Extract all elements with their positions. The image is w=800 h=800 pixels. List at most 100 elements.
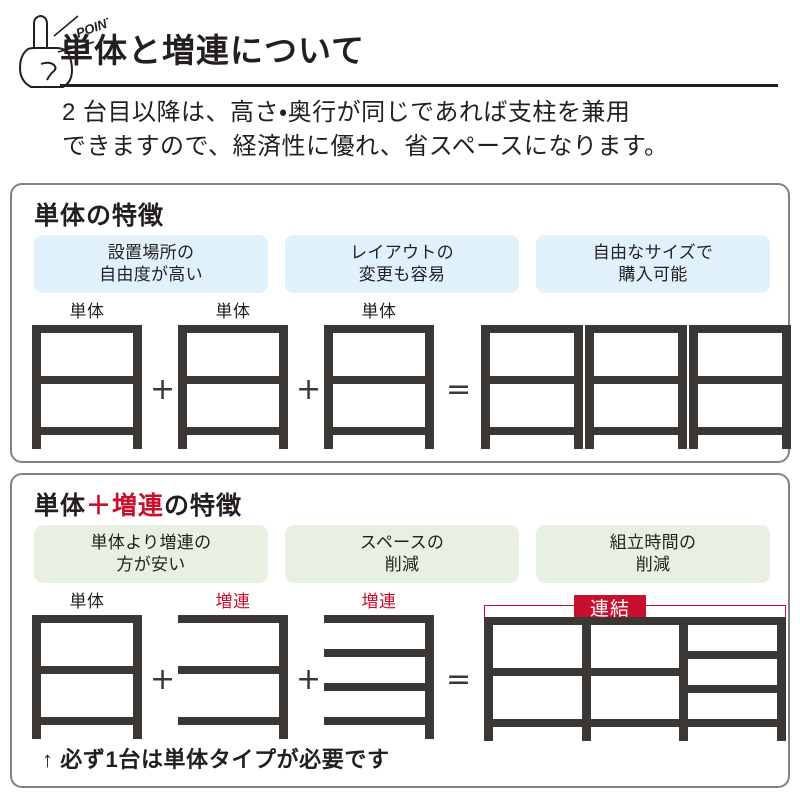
rack-shelf xyxy=(484,617,591,625)
rack-shelf xyxy=(32,376,142,384)
rack-label-single-1: 単体 xyxy=(69,302,105,321)
rack-shelf xyxy=(324,325,434,333)
rack-glyph-addon-2 xyxy=(178,615,288,739)
badge-addon-3-line2: 削減 xyxy=(635,555,671,574)
rack-shelf xyxy=(585,325,687,333)
badge-single-1-line1: 設置場所の xyxy=(107,243,195,263)
panel-single-features: 単体の特徴 設置場所の 自由度が高い レイアウトの 変更も容易 自由なサイズで … xyxy=(10,183,791,463)
rack-post xyxy=(425,325,434,449)
badge-addon-2-line2: 削減 xyxy=(384,555,420,574)
badge-single-2-line2: 変更も容易 xyxy=(358,265,446,284)
subtitle-line-1: 2 台目以降は、高さ・奥行が同じであれば支柱を兼用 xyxy=(62,99,631,126)
rack-single-result-2 xyxy=(585,303,687,453)
badge-single-3-line1: 自由なサイズで xyxy=(592,243,714,263)
rack-post-shared xyxy=(777,617,786,741)
rack-glyph-addon-result xyxy=(484,617,786,741)
rack-shelf xyxy=(481,325,583,333)
footnote-note: ↑ 必ず1台は単体タイプが必要です xyxy=(42,747,390,772)
panel-addon-title-part-3: の特徴 xyxy=(164,492,243,520)
rack-shelf xyxy=(178,666,288,674)
rack-post xyxy=(133,325,142,449)
badge-addon-2: スペースの 削減 xyxy=(285,525,519,583)
rack-shelf xyxy=(679,617,786,625)
rack-shelf xyxy=(178,376,288,384)
rack-label-single-2: 単体 xyxy=(215,302,251,321)
panel-addon-title-part-1: 単体 xyxy=(34,492,87,520)
operator-plus-3: + xyxy=(150,662,176,697)
panel-single-badge-row: 設置場所の 自由度が高い レイアウトの 変更も容易 自由なサイズで 購入可能 xyxy=(34,235,770,293)
rack-post xyxy=(425,615,434,739)
badge-single-2-line1: レイアウトの xyxy=(350,243,454,263)
operator-plus-4: + xyxy=(296,662,322,697)
rack-shelf xyxy=(689,376,791,384)
badge-single-3-line2: 購入可能 xyxy=(618,265,688,284)
badge-addon-1: 単体より増連の 方が安い xyxy=(34,525,268,583)
rack-shelf xyxy=(32,427,142,435)
rack-shelf xyxy=(679,685,786,693)
rack-shelf xyxy=(32,666,142,674)
rack-shelf xyxy=(324,615,434,623)
rack-post xyxy=(689,325,698,449)
rack-glyph-addon-1 xyxy=(32,615,142,739)
rack-single-result-1 xyxy=(481,303,583,453)
subtitle: 2 台目以降は、高さ・奥行が同じであれば支柱を兼用 できますので、経済性に優れ、… xyxy=(62,96,792,164)
rack-shelf xyxy=(178,325,288,333)
badge-addon-1-line1: 単体より増連の xyxy=(90,533,212,553)
rack-single-result-3 xyxy=(689,303,791,453)
rack-shelf xyxy=(581,617,689,625)
rack-post xyxy=(678,325,687,449)
rack-shelf xyxy=(324,683,434,691)
badge-single-1: 設置場所の 自由度が高い xyxy=(34,235,268,293)
badge-single-2: レイアウトの 変更も容易 xyxy=(285,235,519,293)
rack-single-term-3: 単体 xyxy=(324,303,434,453)
rack-shelf xyxy=(324,717,434,725)
rack-shelf xyxy=(178,615,288,623)
badge-addon-1-line2: 方が安い xyxy=(116,555,186,574)
rack-post xyxy=(279,325,288,449)
rack-shelf xyxy=(178,717,288,725)
rack-single-term-2: 単体 xyxy=(178,303,288,453)
rack-addon-term-3: 増連 xyxy=(324,593,434,743)
rack-post xyxy=(32,615,41,739)
rack-shelf xyxy=(581,719,689,727)
rack-shelf xyxy=(32,325,142,333)
rack-post xyxy=(585,325,594,449)
rack-shelf xyxy=(32,615,142,623)
rack-label-addon-2: 増連 xyxy=(215,592,251,611)
rack-post-shared xyxy=(679,617,689,741)
rack-shelf xyxy=(32,717,142,725)
operator-plus-1: + xyxy=(150,372,176,407)
rack-shelf xyxy=(689,325,791,333)
rack-post xyxy=(32,325,41,449)
rack-glyph-addon-3 xyxy=(324,615,434,739)
rack-label-addon-3: 増連 xyxy=(361,592,397,611)
header: POINT 単体と増連について 2 台目以降は、高さ・奥行が同じであれば支柱を兼… xyxy=(0,0,800,180)
rack-shelf xyxy=(484,668,591,676)
panel-addon-features: 単体＋増連の特徴 単体より増連の 方が安い スペースの 削減 組立時間の 削減 … xyxy=(10,473,790,788)
subtitle-line-2: できますので、経済性に優れ、省スペースになります。 xyxy=(62,133,669,161)
rack-post xyxy=(481,325,490,449)
operator-equals-1: = xyxy=(446,372,472,407)
panel-addon-badge-row: 単体より増連の 方が安い スペースの 削減 組立時間の 削減 xyxy=(34,525,770,583)
panel-single-title: 単体の特徴 xyxy=(34,196,164,232)
panel-single-title-text: 単体の特徴 xyxy=(34,202,165,230)
rack-shelf xyxy=(581,668,689,676)
rack-glyph-single-result-3 xyxy=(689,325,791,449)
badge-addon-3: 組立時間の 削減 xyxy=(536,525,770,583)
panel-addon-title: 単体＋増連の特徴 xyxy=(34,486,242,522)
diagram-single-equation: 単体 + 単体 + 単体 = xyxy=(26,302,791,453)
rack-shelf xyxy=(585,427,687,435)
page-title-text: 単体と増連について xyxy=(60,32,366,69)
rack-glyph-single-3 xyxy=(324,325,434,449)
rack-post-shared xyxy=(581,617,591,741)
rack-shelf xyxy=(324,376,434,384)
title-underline xyxy=(60,84,778,87)
badge-single-3: 自由なサイズで 購入可能 xyxy=(536,235,770,293)
badge-addon-2-line1: スペースの xyxy=(359,533,445,553)
rack-shelf xyxy=(324,649,434,657)
rack-shelf xyxy=(178,427,288,435)
rack-addon-term-2: 増連 xyxy=(178,593,288,743)
rack-shelf xyxy=(679,719,786,727)
rack-glyph-single-result-1 xyxy=(481,325,583,449)
